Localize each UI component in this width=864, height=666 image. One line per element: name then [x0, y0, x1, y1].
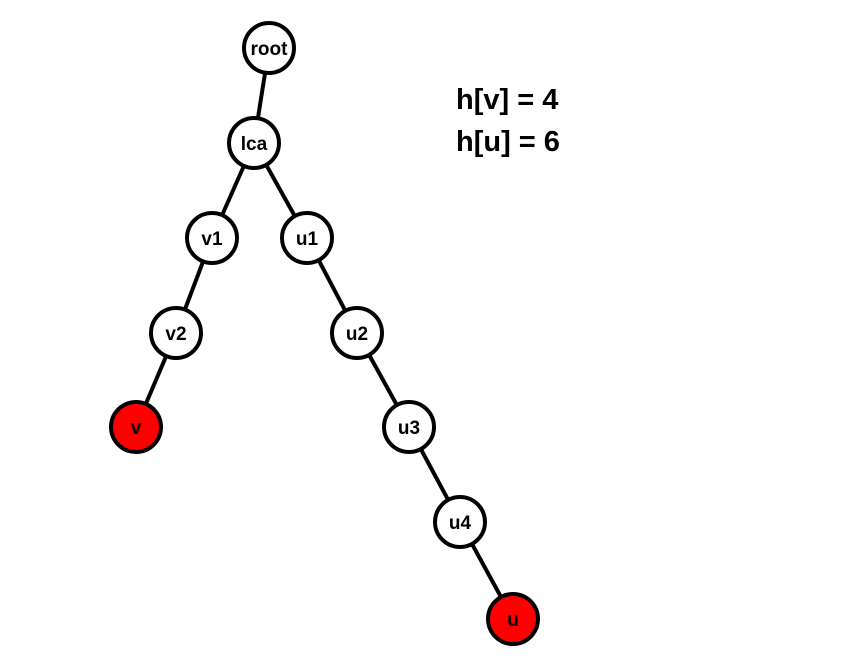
- node-label: u4: [449, 513, 472, 534]
- node-label: v1: [201, 229, 223, 250]
- node-circle: [242, 21, 296, 75]
- node-circle: [433, 495, 487, 549]
- node-root: root: [242, 21, 296, 75]
- node-circle: [149, 306, 203, 360]
- node-v2: v2: [149, 306, 203, 360]
- node-circle: [382, 400, 436, 454]
- node-label: v: [131, 418, 142, 439]
- node-circle: [185, 211, 239, 265]
- height-v-label: h[v] = 4: [456, 84, 559, 116]
- node-v: v: [109, 400, 163, 454]
- height-u-label: h[u] = 6: [456, 126, 560, 158]
- node-u3: u3: [382, 400, 436, 454]
- node-label: u1: [296, 229, 319, 250]
- node-label: v2: [165, 324, 186, 345]
- node-circle: [280, 211, 334, 265]
- node-v1: v1: [185, 211, 239, 265]
- node-label: u: [507, 610, 519, 631]
- node-u: u: [486, 592, 540, 646]
- node-label: root: [251, 39, 289, 60]
- node-label: lca: [241, 134, 268, 155]
- node-u2: u2: [330, 306, 384, 360]
- node-circle: [486, 592, 540, 646]
- node-u1: u1: [280, 211, 334, 265]
- node-label: u3: [398, 418, 420, 439]
- node-circle: [109, 400, 163, 454]
- node-lca: lca: [227, 116, 281, 170]
- node-circle: [330, 306, 384, 360]
- node-u4: u4: [433, 495, 487, 549]
- node-circle: [227, 116, 281, 170]
- node-label: u2: [346, 324, 368, 345]
